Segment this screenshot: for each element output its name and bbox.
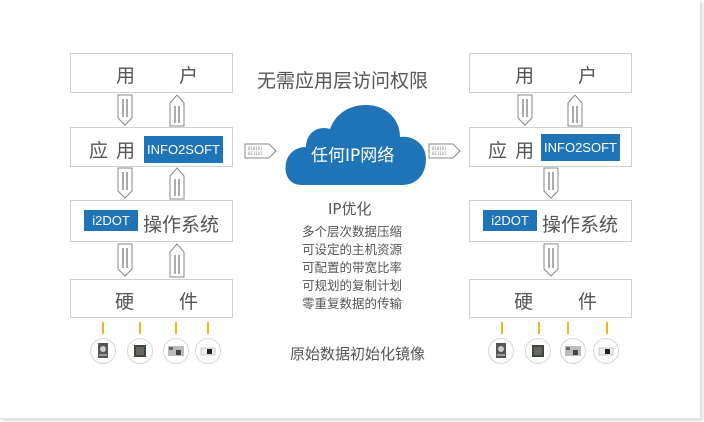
optimization-title: IP优化 bbox=[328, 200, 372, 218]
right-user-layer: 用 户 bbox=[469, 53, 632, 93]
right-app-char-1: 应 bbox=[488, 140, 508, 162]
left-hw-connector-3 bbox=[175, 322, 177, 334]
bottom-caption: 原始数据初始化镜像 bbox=[290, 345, 426, 363]
left-hw-connector-1 bbox=[102, 322, 104, 334]
right-network-card-icon bbox=[593, 338, 619, 364]
left-os-label: 操作系统 bbox=[143, 214, 220, 236]
left-hardware-char-1: 硬 bbox=[115, 291, 135, 313]
left-app-to-user-up-arrow-icon bbox=[169, 94, 185, 127]
left-user-to-app-down-arrow-icon bbox=[117, 94, 133, 126]
left-hw-connector-2 bbox=[139, 322, 141, 334]
optimization-item: 零重复数据的传输 bbox=[302, 296, 403, 311]
right-hw-connector-2 bbox=[538, 322, 540, 334]
right-os-label: 操作系统 bbox=[542, 214, 619, 236]
right-app-layer: 应 用 INFO2SOFT bbox=[469, 127, 632, 167]
right-memory-board-icon bbox=[560, 338, 586, 364]
optimization-item: 可设定的主机资源 bbox=[302, 242, 403, 257]
left-hardware-layer: 硬 件 bbox=[70, 279, 233, 318]
right-app-to-user-up-arrow-icon bbox=[567, 94, 583, 127]
left-arrow-bits-b: 011101 bbox=[248, 151, 263, 156]
cloud-label: 任何IP网络 bbox=[311, 146, 395, 166]
left-os-to-app-up-arrow-icon bbox=[169, 167, 185, 200]
right-hw-connector-4 bbox=[606, 322, 608, 334]
right-hardware-char-1: 硬 bbox=[514, 291, 534, 313]
optimization-item: 多个层次数据压缩 bbox=[302, 224, 403, 239]
right-user-char-2: 户 bbox=[578, 65, 598, 87]
left-app-char-1: 应 bbox=[89, 140, 109, 162]
right-app-to-os-down-arrow-icon bbox=[543, 167, 559, 199]
right-hardware-layer: 硬 件 bbox=[469, 279, 632, 318]
left-os-to-hardware-down-arrow-icon bbox=[117, 243, 133, 277]
right-arrow-bits-b: 011101 bbox=[432, 151, 447, 156]
left-user-char-2: 户 bbox=[179, 65, 199, 87]
right-app-char-2: 用 bbox=[515, 140, 535, 162]
right-hw-connector-3 bbox=[567, 322, 569, 334]
left-memory-board-icon bbox=[163, 338, 189, 364]
right-os-to-hardware-down-arrow-icon bbox=[543, 243, 559, 277]
left-hardware-char-2: 件 bbox=[179, 291, 199, 313]
left-user-layer: 用 户 bbox=[70, 53, 233, 93]
right-hardware-char-2: 件 bbox=[578, 291, 598, 313]
left-info2soft-badge: INFO2SOFT bbox=[144, 136, 223, 163]
right-hw-connector-1 bbox=[501, 322, 503, 334]
left-hard-disk-icon bbox=[90, 338, 116, 364]
right-cpu-icon bbox=[525, 338, 551, 364]
left-arrow-bits-a: 010101 bbox=[248, 146, 263, 151]
left-hw-connector-4 bbox=[207, 322, 209, 334]
right-arrow-bits-a: 010101 bbox=[432, 146, 447, 151]
left-i2dot-badge: i2DOT bbox=[84, 210, 138, 231]
left-app-char-2: 用 bbox=[116, 140, 136, 162]
left-user-char-1: 用 bbox=[116, 65, 136, 87]
top-caption: 无需应用层访问权限 bbox=[257, 70, 429, 92]
right-user-to-app-down-arrow-icon bbox=[517, 94, 533, 126]
right-i2dot-badge: i2DOT bbox=[483, 210, 537, 231]
left-cpu-icon bbox=[127, 338, 153, 364]
right-hard-disk-icon bbox=[488, 338, 514, 364]
left-os-layer: i2DOT 操作系统 bbox=[70, 200, 233, 242]
left-hardware-to-os-up-arrow-icon bbox=[169, 243, 185, 278]
left-network-card-icon bbox=[195, 338, 221, 364]
right-info2soft-badge: INFO2SOFT bbox=[541, 134, 620, 161]
ip-network-cloud bbox=[285, 105, 426, 185]
right-os-layer: i2DOT 操作系统 bbox=[469, 200, 632, 242]
optimization-item: 可配置的带宽比率 bbox=[302, 260, 403, 275]
left-app-to-os-down-arrow-icon bbox=[117, 167, 133, 199]
left-app-layer: 应 用 INFO2SOFT bbox=[70, 127, 233, 167]
right-user-char-1: 用 bbox=[515, 65, 535, 87]
optimization-item: 可规划的复制计划 bbox=[302, 278, 403, 293]
